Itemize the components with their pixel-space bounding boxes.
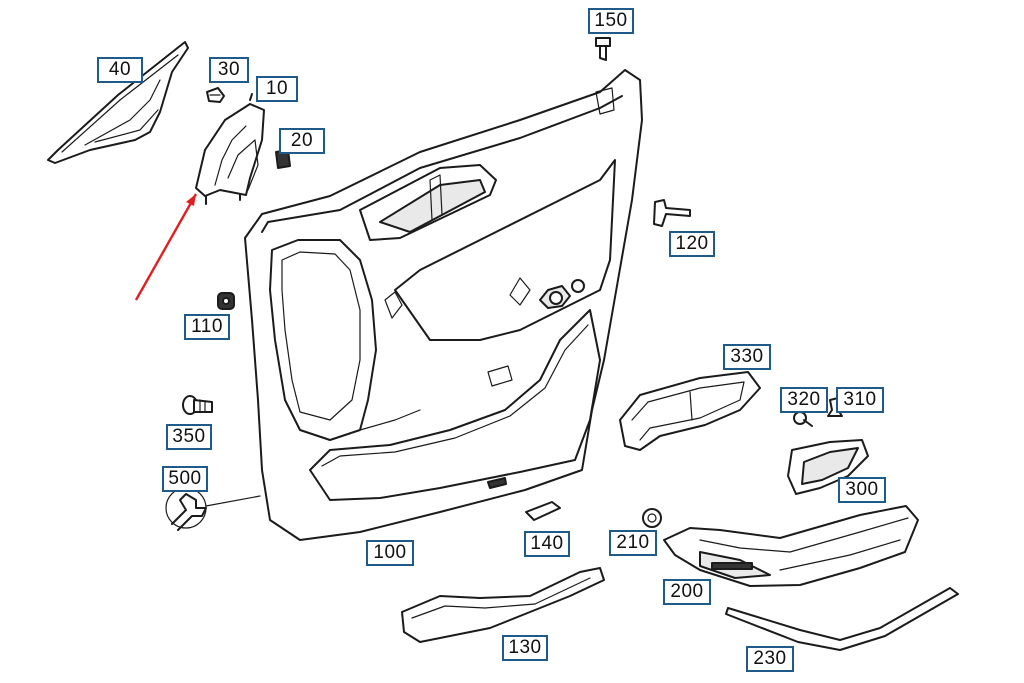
part-130-lower-insert: [401, 567, 605, 643]
callout-210[interactable]: 210: [609, 530, 657, 556]
part-40-mirror-trim: [47, 41, 189, 164]
callout-40[interactable]: 40: [97, 57, 143, 83]
part-210-grommet: [642, 508, 662, 528]
callout-110[interactable]: 110: [184, 314, 230, 340]
callout-100[interactable]: 100: [366, 540, 414, 566]
callout-350[interactable]: 350: [166, 424, 212, 450]
callout-130[interactable]: 130: [502, 635, 548, 661]
part-350-bolt: [182, 395, 213, 415]
callout-30[interactable]: 30: [209, 57, 249, 83]
part-100-door-panel: [244, 69, 643, 541]
part-10-tweeter-trim: [195, 93, 265, 205]
part-300-pull-cup: [787, 439, 869, 495]
callout-150[interactable]: 150: [588, 8, 634, 34]
part-320-screw: [793, 411, 813, 427]
callout-200[interactable]: 200: [663, 579, 711, 605]
part-140-insert: [525, 501, 561, 521]
callout-10[interactable]: 10: [256, 76, 298, 102]
indicator-arrow: [134, 193, 198, 301]
part-500-wrench-icon: [165, 487, 261, 531]
part-110-nut: [217, 292, 235, 310]
callout-20[interactable]: 20: [279, 128, 325, 154]
part-330-handle-bezel: [619, 371, 761, 451]
callout-140[interactable]: 140: [524, 531, 570, 557]
part-120-bracket: [653, 199, 691, 227]
callout-320[interactable]: 320: [780, 387, 828, 413]
callout-310[interactable]: 310: [836, 387, 884, 413]
callout-300[interactable]: 300: [838, 477, 886, 503]
callout-330[interactable]: 330: [723, 344, 771, 370]
part-200-armrest: [663, 505, 919, 587]
callout-120[interactable]: 120: [669, 231, 715, 257]
part-230-trim-strip: [725, 587, 959, 651]
part-150-screw: [595, 37, 611, 61]
part-30-clip: [206, 87, 225, 103]
callout-500[interactable]: 500: [162, 466, 208, 492]
callout-230[interactable]: 230: [746, 646, 794, 672]
